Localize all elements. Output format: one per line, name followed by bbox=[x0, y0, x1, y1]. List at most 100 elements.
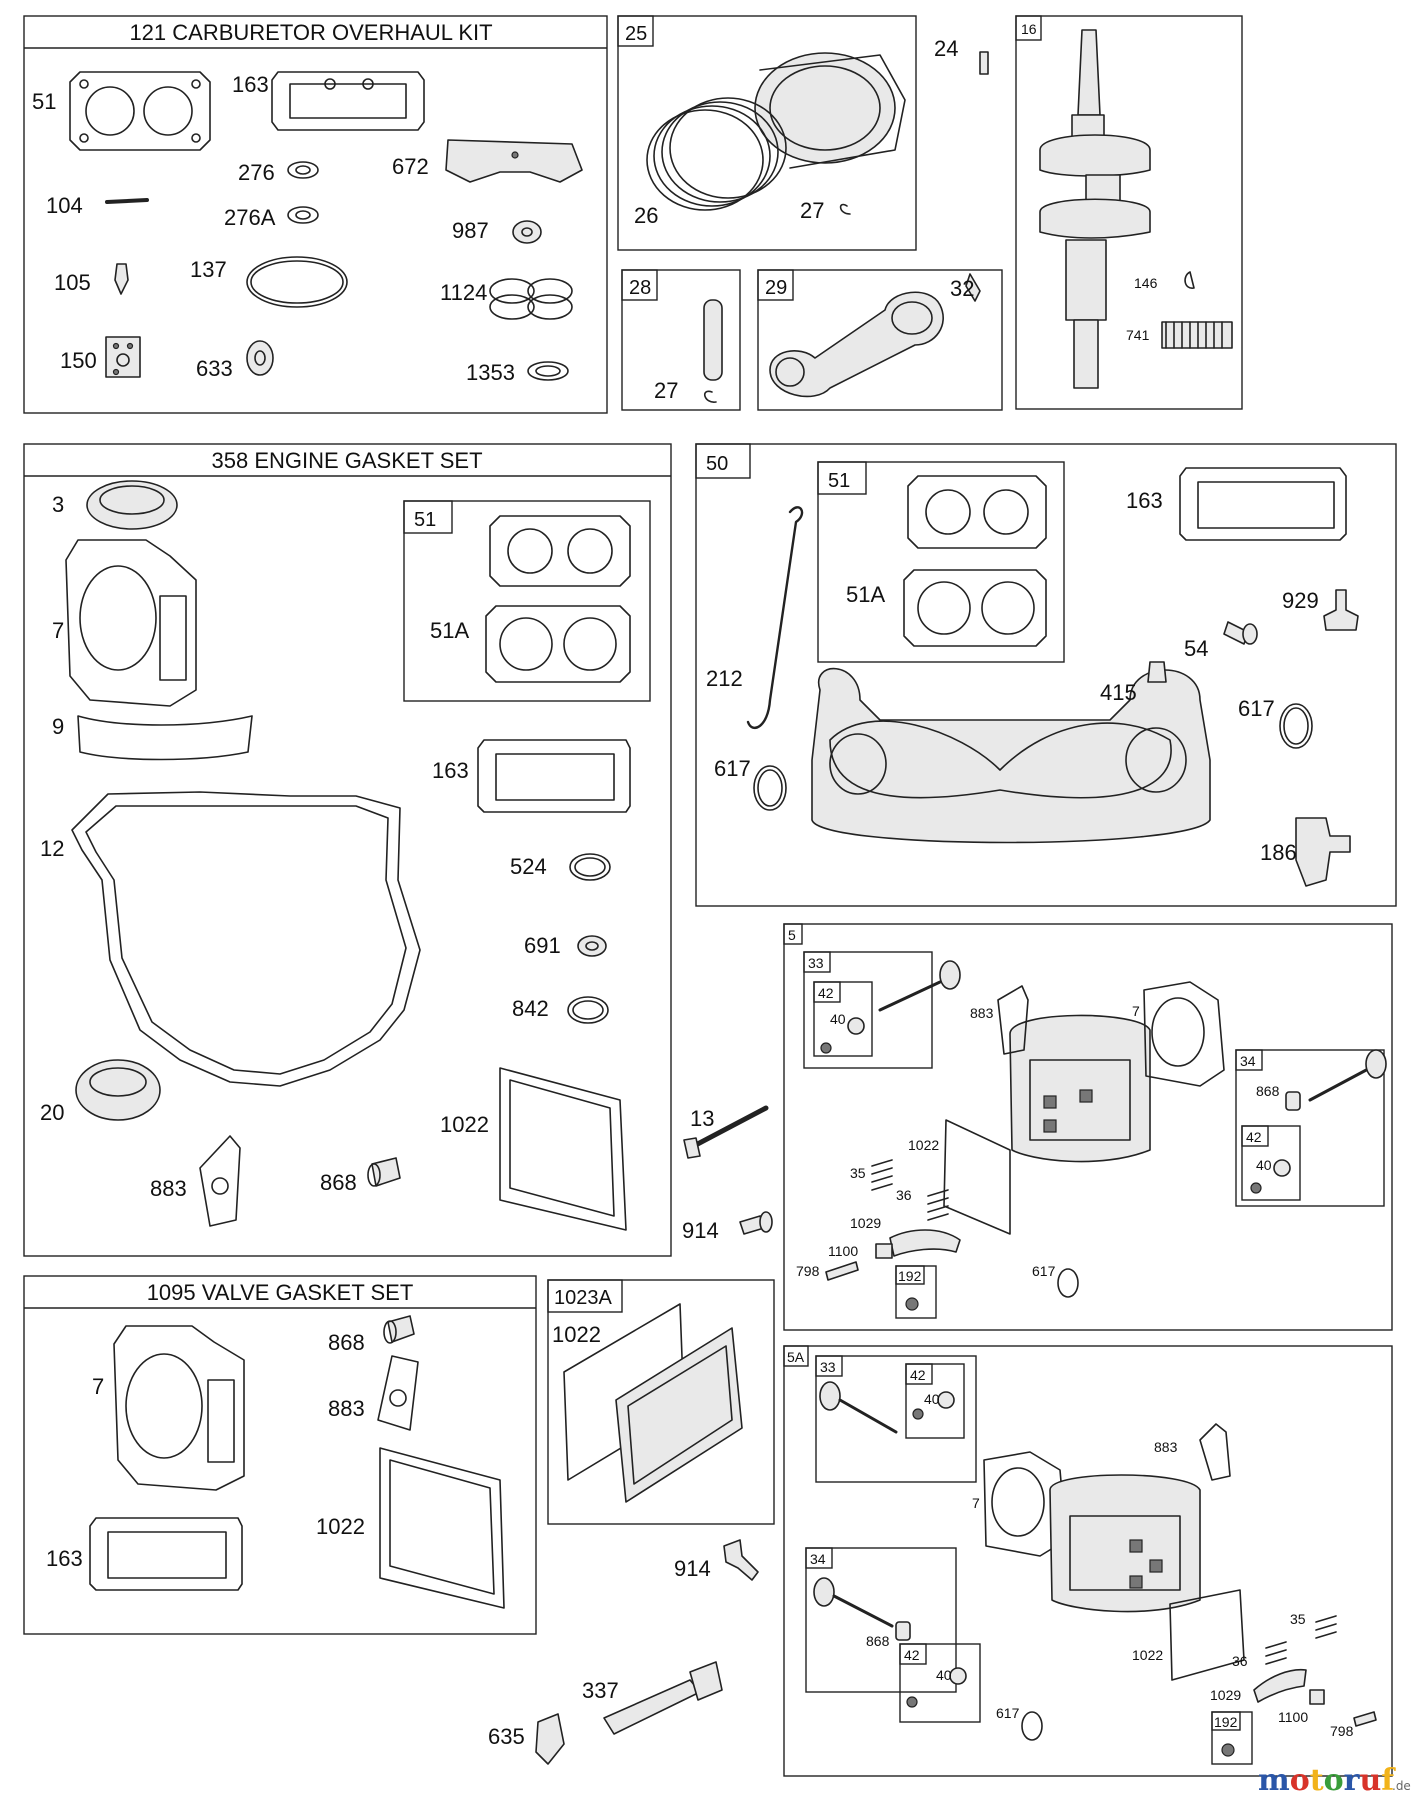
callout-914-upper: 914 bbox=[682, 1218, 719, 1243]
group-tag-valve-33: 33 bbox=[808, 955, 824, 971]
callout-3: 3 bbox=[52, 492, 64, 517]
callout-35-headb: 35 bbox=[1290, 1611, 1306, 1627]
callout-617-right: 617 bbox=[1238, 696, 1275, 721]
callout-1029-headb: 1029 bbox=[1210, 1687, 1241, 1703]
callout-741: 741 bbox=[1126, 327, 1150, 343]
callout-883-headb: 883 bbox=[1154, 1439, 1178, 1455]
callout-40-head: 40 bbox=[830, 1011, 846, 1027]
callout-163-manifold: 163 bbox=[1126, 488, 1163, 513]
group-tag-manifold-gasket-51: 51 bbox=[828, 470, 850, 492]
callout-337: 337 bbox=[582, 1678, 619, 1703]
callout-1022-head: 1022 bbox=[908, 1137, 939, 1153]
callout-54: 54 bbox=[1184, 636, 1208, 661]
cylinder-head-b-group: 5A 33 42 34 42 bbox=[783, 1345, 1393, 1777]
group-tag-cylinder-head-b: 5A bbox=[787, 1349, 805, 1365]
callout-40b-head: 40 bbox=[1256, 1157, 1272, 1173]
callout-51: 51 bbox=[32, 89, 56, 114]
carburetor-overhaul-kit-panel: 121 CARBURETOR OVERHAUL KIT 51 bbox=[23, 15, 608, 414]
callout-1100-headb: 1100 bbox=[1278, 1709, 1308, 1725]
callout-163-engine: 163 bbox=[432, 758, 469, 783]
group-tag-nut-192: 192 bbox=[898, 1268, 922, 1284]
intake-manifold-group: 50 51 212 51A 163 929 54 415 617 bbox=[695, 443, 1397, 907]
group-tag-piston: 25 bbox=[625, 23, 647, 45]
valve-gasket-set-title: 1095 VALVE GASKET SET bbox=[147, 1280, 414, 1305]
callout-672: 672 bbox=[392, 154, 429, 179]
crankshaft-group: 16 146 741 bbox=[1015, 15, 1243, 410]
piston-pin-group: 28 27 bbox=[621, 269, 741, 411]
callout-1022-engine: 1022 bbox=[440, 1112, 489, 1137]
callout-186: 186 bbox=[1260, 840, 1297, 865]
group-tag-intake-manifold: 50 bbox=[706, 453, 728, 475]
callout-883-valve: 883 bbox=[328, 1396, 365, 1421]
callout-40b-headb: 40 bbox=[936, 1667, 952, 1683]
callout-146: 146 bbox=[1134, 275, 1158, 291]
group-tag-valve-cover-kit: 1023A bbox=[554, 1287, 612, 1309]
connecting-rod-group: 29 32 bbox=[757, 269, 1003, 411]
callout-150: 150 bbox=[60, 348, 97, 373]
callout-617-left: 617 bbox=[714, 756, 751, 781]
callout-1022-valve: 1022 bbox=[316, 1514, 365, 1539]
group-tag-crankshaft: 16 bbox=[1021, 21, 1037, 37]
callout-868-valve: 868 bbox=[328, 1330, 365, 1355]
key-part-24 bbox=[979, 51, 989, 75]
group-tag-engine-gasket-51: 51 bbox=[414, 509, 436, 531]
callout-27-clip: 27 bbox=[800, 198, 824, 223]
callout-1353: 1353 bbox=[466, 360, 515, 385]
callout-635: 635 bbox=[488, 1724, 525, 1749]
callout-7-head: 7 bbox=[1132, 1003, 1140, 1019]
callout-929: 929 bbox=[1282, 588, 1319, 613]
callout-137: 137 bbox=[190, 257, 227, 282]
callout-51a: 51A bbox=[430, 618, 469, 643]
group-tag-nut-192b: 192 bbox=[1214, 1714, 1238, 1730]
callout-163: 163 bbox=[232, 72, 269, 97]
callout-1022-cover: 1022 bbox=[552, 1322, 601, 1347]
valve-gasket-set-panel: 1095 VALVE GASKET SET 7 868 883 1022 163 bbox=[23, 1275, 537, 1635]
callout-691: 691 bbox=[524, 933, 561, 958]
callout-798-headb: 798 bbox=[1330, 1723, 1354, 1739]
group-tag-valve-34b: 34 bbox=[810, 1551, 826, 1567]
watermark-logo: motoruf .de bbox=[1258, 1763, 1411, 1798]
callout-617-head: 617 bbox=[1032, 1263, 1056, 1279]
carburetor-kit-title: 121 CARBURETOR OVERHAUL KIT bbox=[129, 20, 492, 45]
callout-868-engine: 868 bbox=[320, 1170, 357, 1195]
callout-104: 104 bbox=[46, 193, 83, 218]
callout-13: 13 bbox=[690, 1106, 714, 1131]
callout-617-headb: 617 bbox=[996, 1705, 1020, 1721]
callout-276: 276 bbox=[238, 160, 275, 185]
callout-1124: 1124 bbox=[440, 280, 487, 305]
callout-7: 7 bbox=[52, 618, 64, 643]
callout-883-engine: 883 bbox=[150, 1176, 187, 1201]
callout-24: 24 bbox=[934, 36, 958, 61]
watermark-brand: motoruf bbox=[1258, 1763, 1396, 1798]
callout-12: 12 bbox=[40, 836, 64, 861]
engine-gasket-set-panel: 358 ENGINE GASKET SET 51 bbox=[23, 443, 672, 1257]
callout-26: 26 bbox=[634, 203, 658, 228]
callout-7-headb: 7 bbox=[972, 1495, 980, 1511]
callout-32: 32 bbox=[950, 276, 974, 301]
callout-883-head: 883 bbox=[970, 1005, 994, 1021]
callout-27-pin: 27 bbox=[654, 378, 678, 403]
callout-798-head: 798 bbox=[796, 1263, 820, 1279]
callout-36-head: 36 bbox=[896, 1187, 912, 1203]
group-tag-keeper-42: 42 bbox=[818, 985, 834, 1001]
group-tag-keeper-42c: 42 bbox=[910, 1367, 926, 1383]
callout-35-head: 35 bbox=[850, 1165, 866, 1181]
callout-415: 415 bbox=[1100, 680, 1137, 705]
group-tag-cylinder-head: 5 bbox=[788, 927, 796, 943]
callout-868-head: 868 bbox=[1256, 1083, 1280, 1099]
group-tag-keeper-42b: 42 bbox=[1246, 1129, 1262, 1145]
callout-1022-headb: 1022 bbox=[1132, 1647, 1163, 1663]
callout-1029-head: 1029 bbox=[850, 1215, 881, 1231]
group-tag-keeper-42d: 42 bbox=[904, 1647, 920, 1663]
callout-524: 524 bbox=[510, 854, 547, 879]
callout-51a-manifold: 51A bbox=[846, 582, 885, 607]
engine-gasket-set-title: 358 ENGINE GASKET SET bbox=[211, 448, 482, 473]
group-tag-valve-34: 34 bbox=[1240, 1053, 1256, 1069]
group-tag-piston-pin: 28 bbox=[629, 277, 651, 299]
callout-842: 842 bbox=[512, 996, 549, 1021]
callout-40-headb: 40 bbox=[924, 1391, 940, 1407]
callout-7-valve: 7 bbox=[92, 1374, 104, 1399]
callout-868-headb: 868 bbox=[866, 1633, 890, 1649]
callout-276a: 276A bbox=[224, 205, 276, 230]
